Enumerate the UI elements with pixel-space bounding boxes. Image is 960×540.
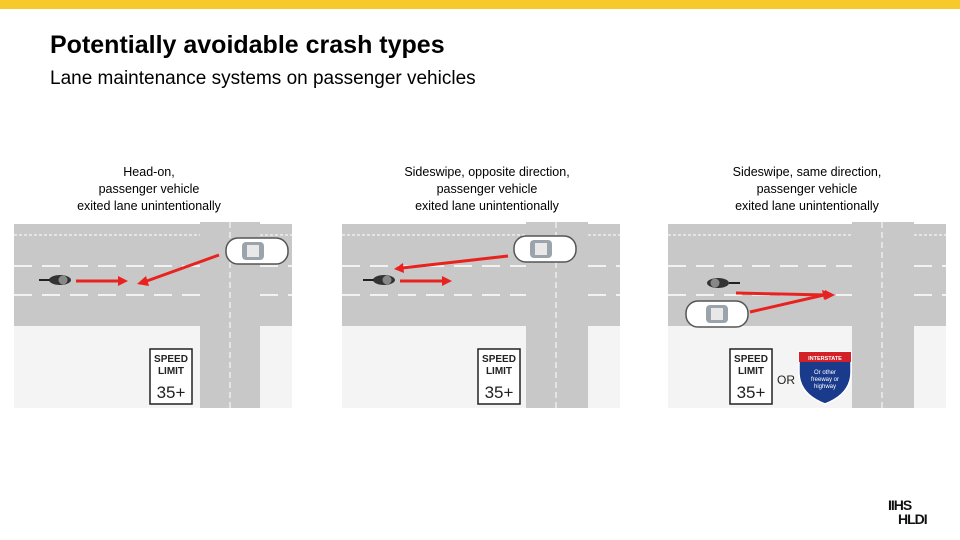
svg-text:LIMIT: LIMIT [158, 366, 184, 377]
arrow-icon [735, 290, 835, 314]
svg-text:Or other: Or other [814, 370, 836, 376]
car-icon [225, 237, 289, 265]
arrow-icon [76, 253, 220, 286]
svg-text:HLDI: HLDI [898, 511, 927, 525]
page-title: Potentially avoidable crash types [50, 31, 445, 59]
svg-text:highway: highway [814, 384, 836, 390]
speed-limit-sign: SPEED LIMIT 35+ [729, 348, 773, 405]
caption-sideswipe-opposite: Sideswipe, opposite direction, passenger… [404, 165, 570, 213]
svg-text:35+: 35+ [157, 383, 186, 402]
svg-text:SPEED: SPEED [154, 354, 188, 365]
scene-sideswipe-opposite: SPEED LIMIT 35+ [342, 222, 620, 408]
svg-text:IIHS: IIHS [888, 497, 912, 513]
svg-text:SPEED: SPEED [734, 354, 768, 365]
scene-head-on: SPEED LIMIT 35+ [14, 222, 292, 408]
interstate-shield-icon: INTERSTATE Or other freeway or highway [798, 351, 852, 405]
svg-text:freeway or: freeway or [811, 377, 839, 383]
iihs-hldi-logo: IIHS HLDI [888, 497, 928, 525]
motorcycle-icon [363, 275, 395, 285]
page-subtitle: Lane maintenance systems on passenger ve… [50, 68, 476, 89]
svg-text:INTERSTATE: INTERSTATE [808, 356, 842, 362]
motorcycle-icon [39, 275, 71, 285]
or-label: OR [777, 373, 795, 387]
svg-text:LIMIT: LIMIT [486, 366, 512, 377]
svg-text:LIMIT: LIMIT [738, 366, 764, 377]
speed-limit-sign: SPEED LIMIT 35+ [149, 348, 193, 405]
accent-bar [0, 0, 960, 9]
arrow-icon [394, 254, 509, 286]
caption-head-on: Head-on, passenger vehicle exited lane u… [77, 165, 221, 213]
speed-limit-sign: SPEED LIMIT 35+ [477, 348, 521, 405]
svg-text:35+: 35+ [485, 383, 514, 402]
svg-text:SPEED: SPEED [482, 354, 516, 365]
caption-sideswipe-same: Sideswipe, same direction, passenger veh… [732, 165, 882, 213]
car-icon [513, 235, 577, 263]
car-icon [685, 300, 749, 328]
svg-text:35+: 35+ [737, 383, 766, 402]
motorcycle-icon [707, 278, 740, 288]
scene-sideswipe-same: SPEED LIMIT 35+ OR INTERSTATE Or other f… [668, 222, 946, 408]
